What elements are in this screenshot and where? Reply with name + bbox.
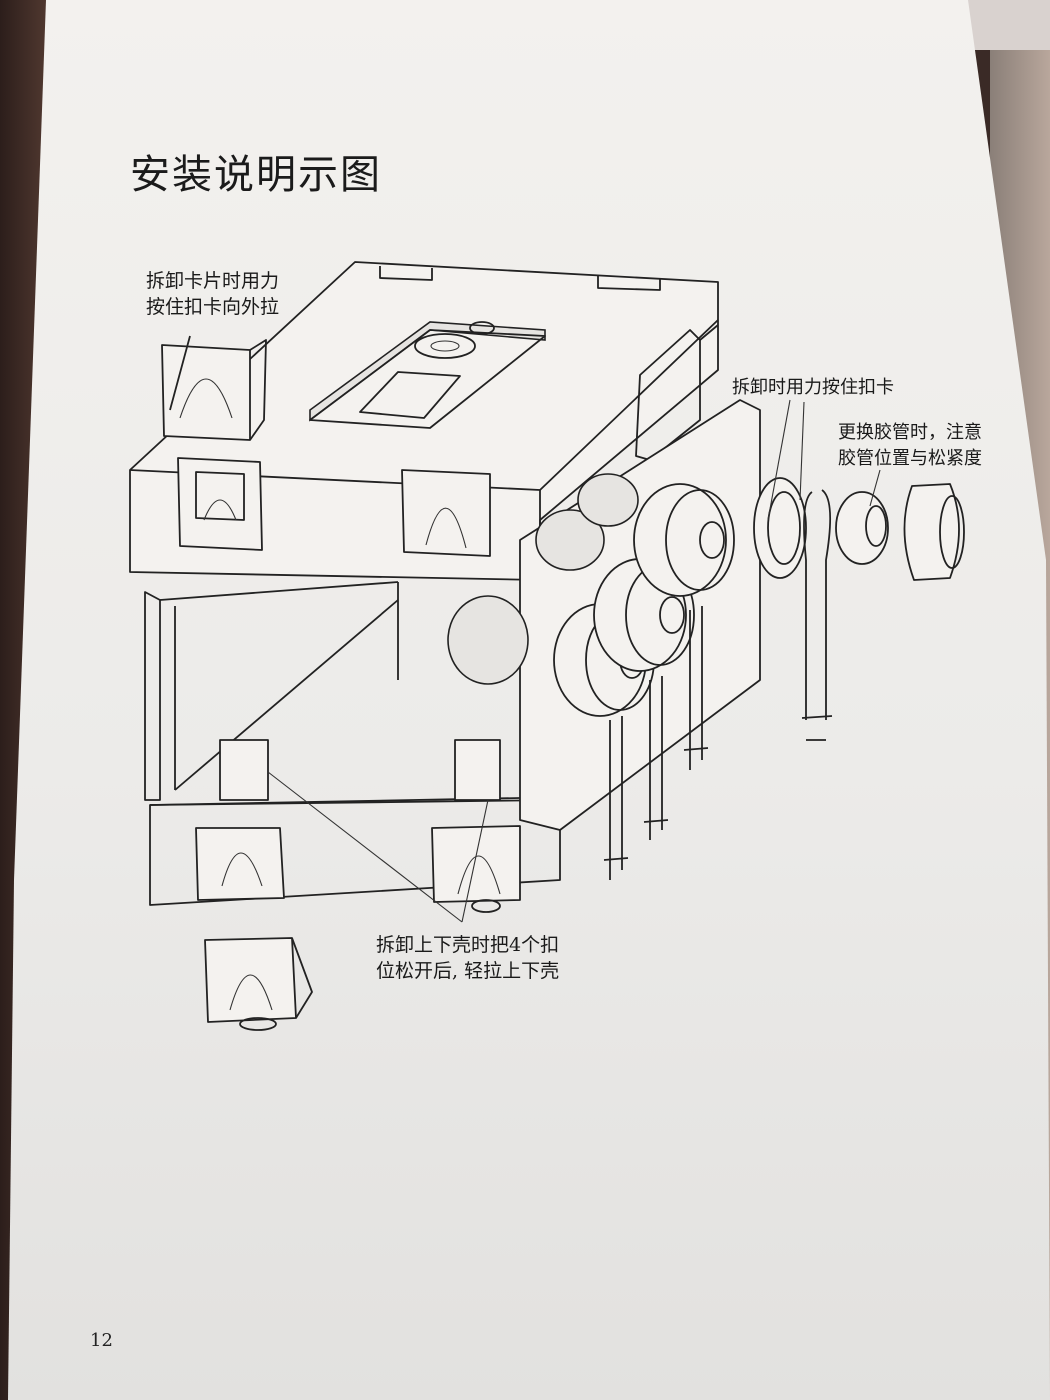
leader-lines: [267, 399, 881, 923]
callout-tube-line-2: 胶管位置与松紧度: [838, 448, 982, 469]
callout-shell: 拆卸上下壳时把4个扣 位松开后, 轻拉上下壳: [376, 932, 559, 984]
callout-clip-line-1: 拆卸卡片时用力: [146, 270, 280, 292]
callout-press-clip: 拆卸时用力按住扣卡: [732, 375, 894, 401]
loose-clip-bottom: [204, 937, 313, 1031]
page-title: 安装说明示图: [130, 152, 382, 198]
loose-clip-top: [161, 335, 267, 441]
callout-tube: 更换胶管时，注意 胶管位置与松紧度: [838, 420, 982, 472]
callout-tube-line-1: 更换胶管时，注意: [838, 422, 982, 443]
page-number: 12: [90, 1330, 113, 1351]
callout-shell-line-1: 拆卸上下壳时把4个扣: [376, 934, 560, 956]
lower-housing: [144, 581, 561, 913]
callout-clip-line-2: 按住扣卡向外拉: [146, 296, 280, 318]
pump-heads: [553, 483, 735, 880]
top-lid: [129, 261, 719, 581]
callout-shell-line-2: 位松开后, 轻拉上下壳: [376, 960, 560, 982]
callout-clip: 拆卸卡片时用力 按住扣卡向外拉: [146, 268, 279, 320]
callout-press-clip-line-1: 拆卸时用力按住扣卡: [732, 377, 894, 398]
exploded-parts: [753, 477, 965, 741]
